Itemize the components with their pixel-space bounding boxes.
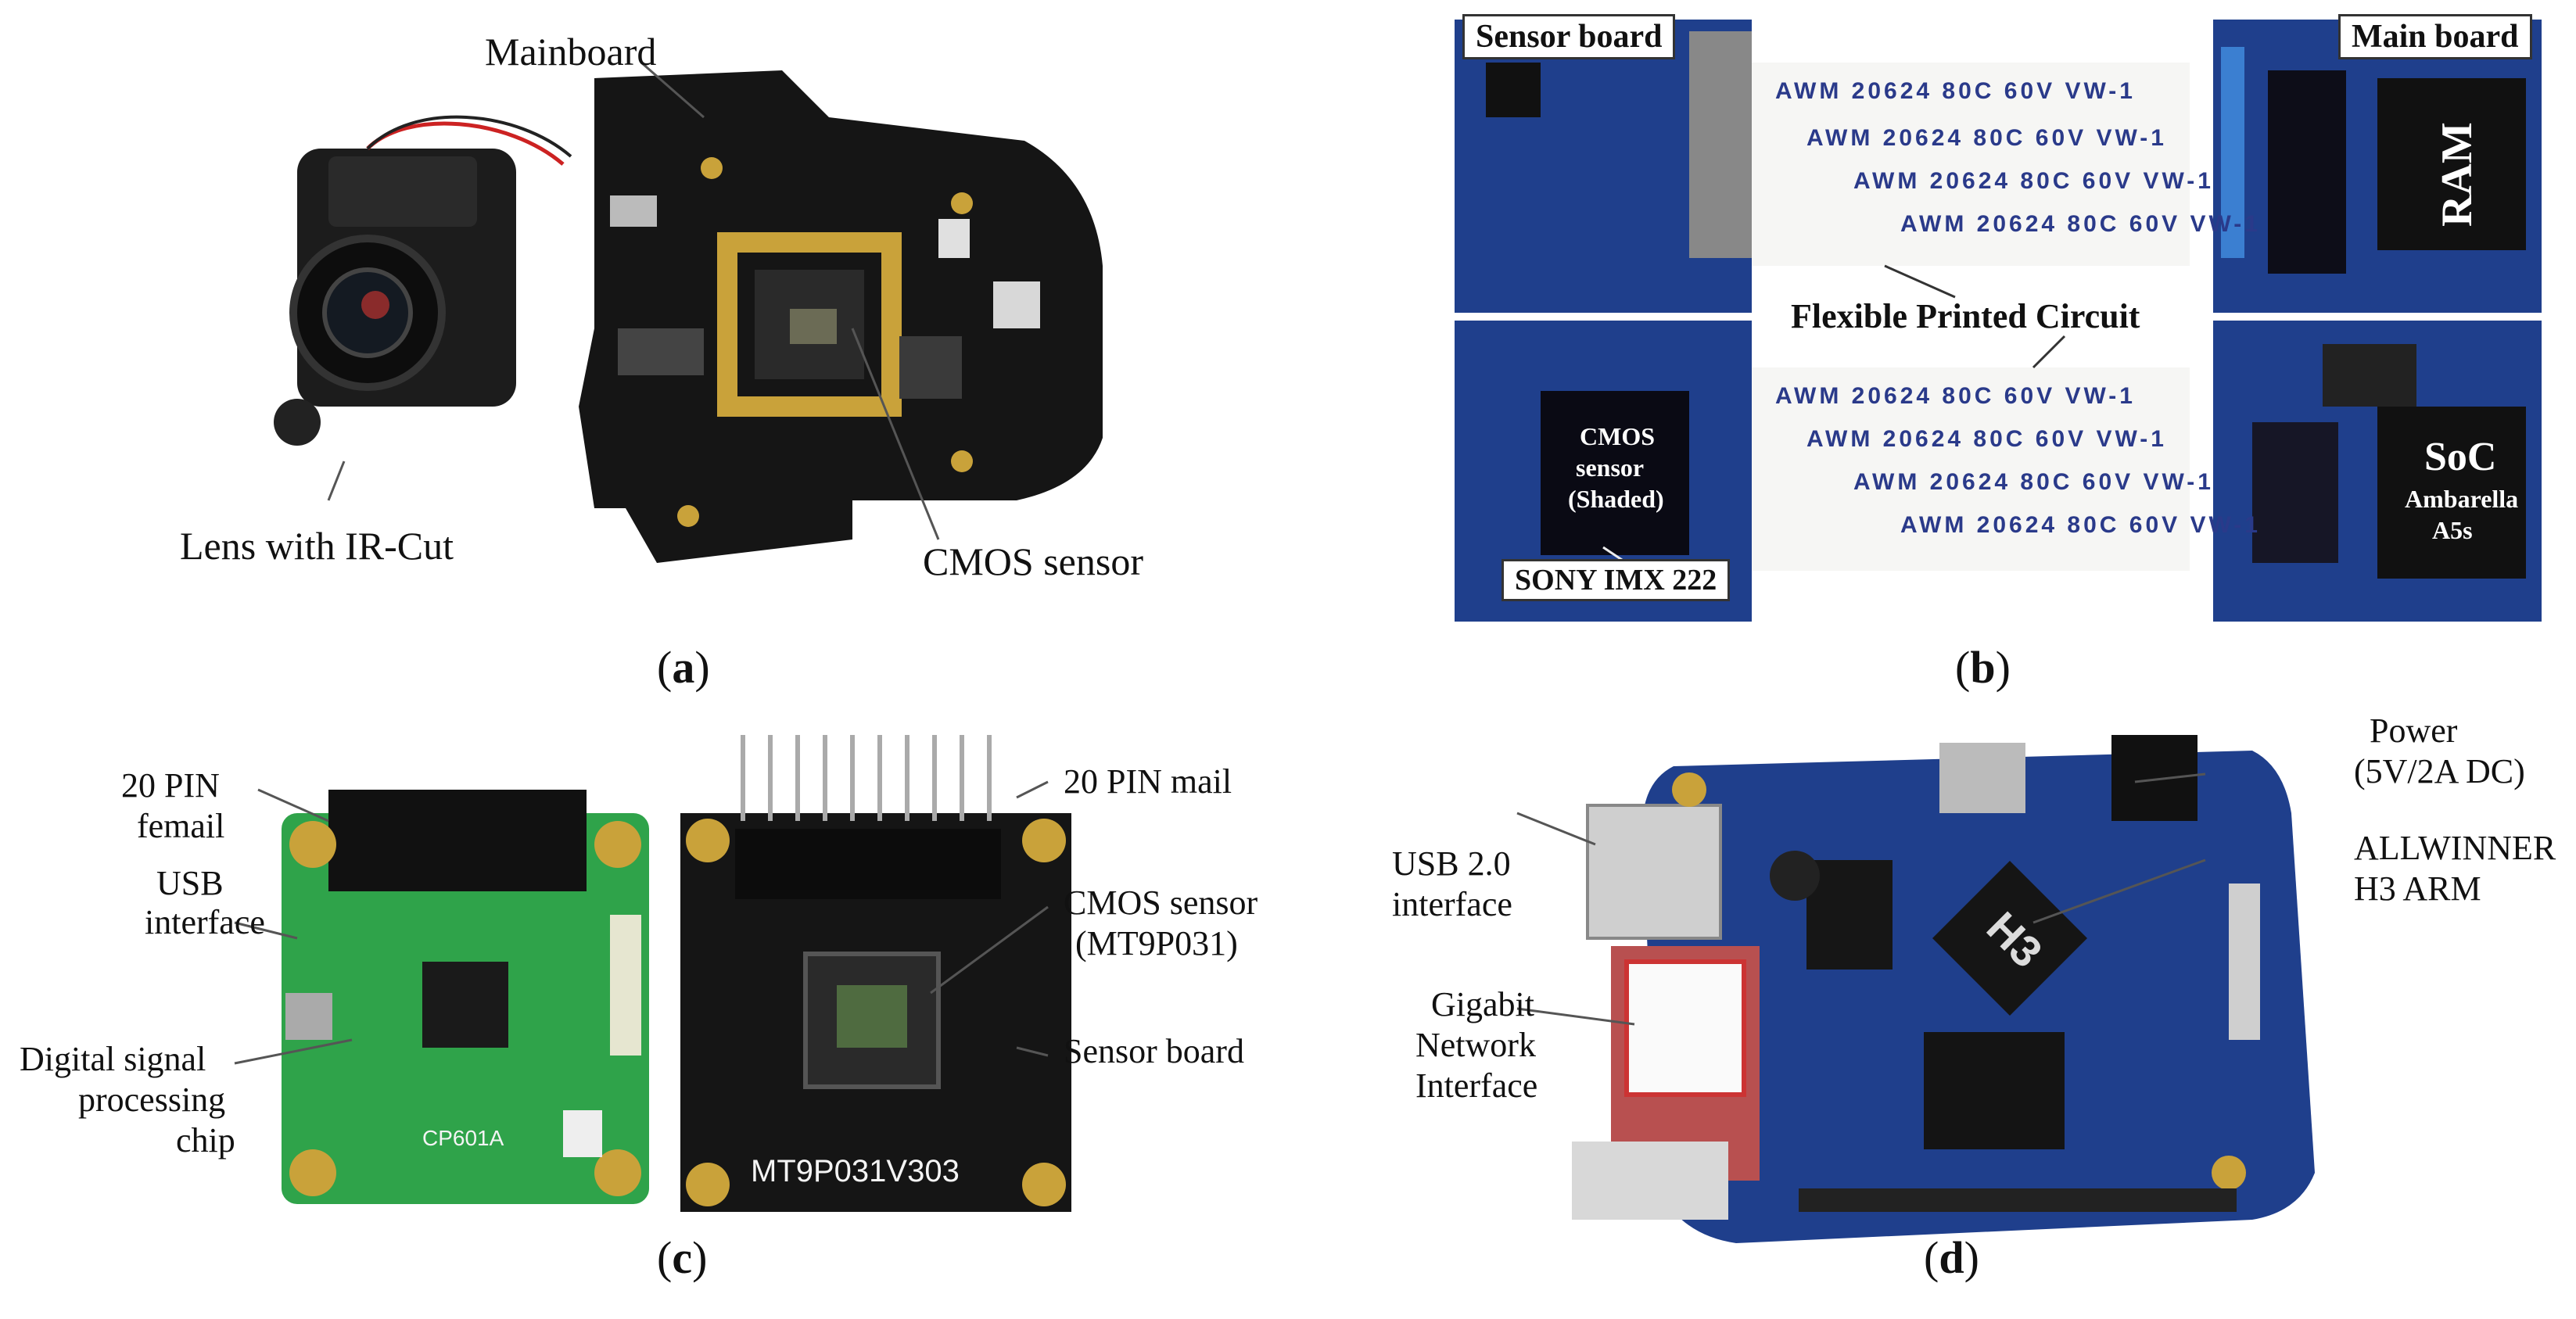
label-mainboard: Mainboard bbox=[485, 30, 657, 73]
label-sensor-board: Sensor board bbox=[1064, 1032, 1244, 1070]
label-power-1: Power bbox=[2370, 711, 2458, 750]
label-20pin-mail: 20 PIN mail bbox=[1064, 762, 1232, 801]
mainboard-pcb bbox=[579, 70, 1103, 563]
panel-a-photo bbox=[274, 61, 1103, 563]
panel-b: Sensor board Main board Flexible Printed… bbox=[1439, 0, 2565, 693]
label-usb-1: USB bbox=[156, 864, 224, 902]
label-cmos-mt9p031-2: (MT9P031) bbox=[1075, 924, 1238, 962]
label-ram: RAM bbox=[2433, 122, 2481, 227]
panel-c: 20 PIN femail USB interface Digital sign… bbox=[0, 704, 1283, 1319]
label-20pin-femail-2: femail bbox=[137, 807, 225, 845]
label-cmos-line2: sensor bbox=[1576, 453, 1645, 482]
fpc-print-6: AWM 20624 80C 60V VW-1 bbox=[1806, 426, 2167, 452]
fpc-print-5: AWM 20624 80C 60V VW-1 bbox=[1775, 383, 2136, 409]
panel-d-photo bbox=[1516, 735, 2315, 1243]
label-usb-2: interface bbox=[145, 903, 265, 941]
label-gigabit-1: Gigabit bbox=[1431, 985, 1534, 1023]
fpc-print-8: AWM 20624 80C 60V VW-1 bbox=[1900, 512, 2261, 538]
label-power-2: (5V/2A DC) bbox=[2354, 752, 2525, 790]
caption-d: (d) bbox=[1924, 1232, 1979, 1283]
label-cmos-line1: CMOS bbox=[1580, 422, 1655, 450]
caption-c: (c) bbox=[657, 1232, 708, 1283]
caption-b: (b) bbox=[1955, 642, 2011, 693]
label-soc: SoC bbox=[2424, 435, 2497, 479]
label-main-board: Main board bbox=[2338, 14, 2532, 59]
label-dsp-2: processing bbox=[78, 1081, 226, 1119]
label-usb-2-0-2: interface bbox=[1392, 885, 1512, 923]
label-board-mt9p031v303: MT9P031V303 bbox=[751, 1154, 960, 1188]
label-cmos-sensor: CMOS sensor bbox=[923, 539, 1143, 583]
label-gigabit-2: Network bbox=[1415, 1026, 1536, 1064]
label-gigabit-3: Interface bbox=[1415, 1066, 1538, 1105]
label-allwinner-2: H3 ARM bbox=[2354, 869, 2481, 908]
label-cmos-line3: (Shaded) bbox=[1568, 485, 1664, 513]
label-20pin-femail-1: 20 PIN bbox=[121, 766, 220, 805]
lens-module bbox=[274, 115, 572, 446]
fpc-print-4: AWM 20624 80C 60V VW-1 bbox=[1900, 211, 2261, 237]
fpc-print-2: AWM 20624 80C 60V VW-1 bbox=[1806, 125, 2167, 151]
fpc-cable-top bbox=[1752, 63, 2190, 266]
label-chip-cp601a: CP601A bbox=[422, 1126, 504, 1150]
label-dsp-1: Digital signal bbox=[20, 1040, 206, 1078]
green-interface-board bbox=[282, 790, 649, 1204]
label-dsp-3: chip bbox=[176, 1121, 235, 1160]
panel-c-photo bbox=[234, 735, 1071, 1212]
label-soc-vendor: Ambarella bbox=[2405, 485, 2519, 513]
label-lens-ir-cut: Lens with IR-Cut bbox=[180, 524, 454, 568]
fpc-print-7: AWM 20624 80C 60V VW-1 bbox=[1853, 469, 2214, 495]
label-sony-imx222: SONY IMX 222 bbox=[1501, 559, 1731, 601]
label-allwinner-1: ALLWINNER bbox=[2354, 829, 2556, 867]
label-usb-2-0-1: USB 2.0 bbox=[1392, 844, 1511, 883]
label-soc-model: A5s bbox=[2432, 516, 2473, 544]
caption-a: (a) bbox=[657, 642, 710, 693]
orange-pi-board bbox=[1572, 735, 2315, 1243]
label-sensor-board: Sensor board bbox=[1462, 14, 1676, 59]
fpc-print-3: AWM 20624 80C 60V VW-1 bbox=[1853, 168, 2214, 194]
fpc-cable-bottom bbox=[1752, 367, 2190, 571]
panel-a: Mainboard Lens with IR-Cut CMOS sensor (… bbox=[0, 0, 1283, 693]
label-cmos-mt9p031-1: CMOS sensor bbox=[1064, 884, 1258, 922]
panel-d: USB 2.0 interface Power (5V/2A DC) ALLWI… bbox=[1329, 704, 2576, 1319]
black-sensor-board bbox=[680, 735, 1071, 1212]
fpc-print-1: AWM 20624 80C 60V VW-1 bbox=[1775, 78, 2136, 104]
label-flexible-printed-circuit: Flexible Printed Circuit bbox=[1791, 297, 2140, 335]
